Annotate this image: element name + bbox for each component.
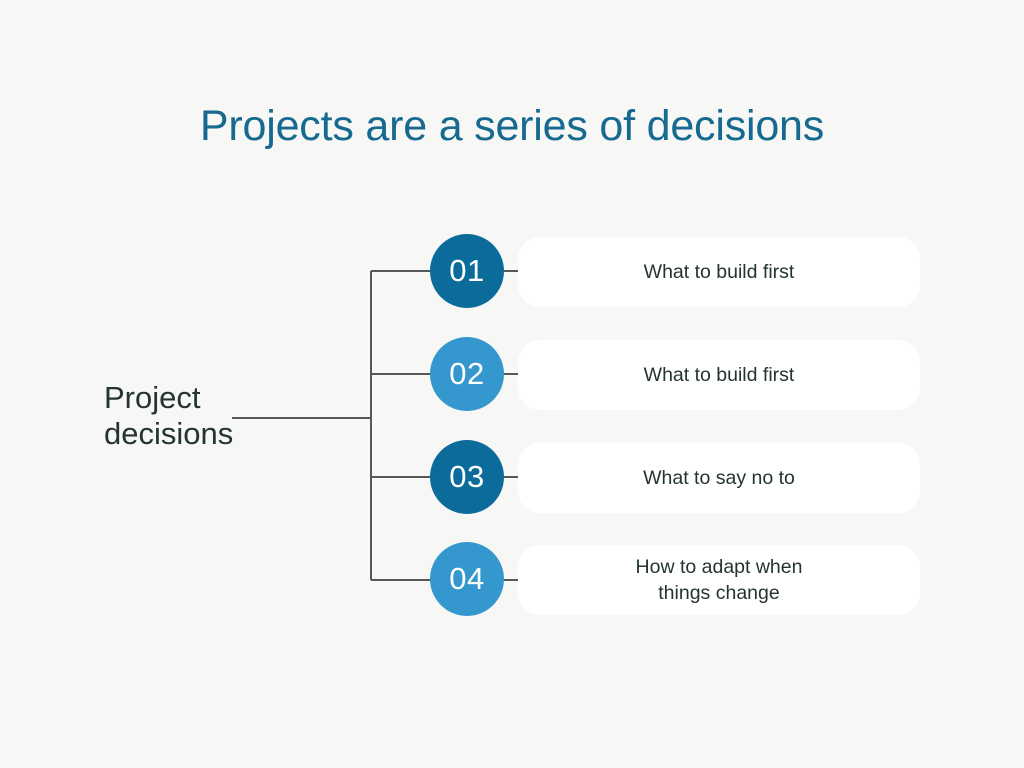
root-node-label: Project decisions bbox=[104, 380, 334, 452]
branch-card-02[interactable]: What to build first bbox=[518, 340, 920, 410]
branch-card-03[interactable]: What to say no to bbox=[518, 443, 920, 513]
branch-card-line1-02: What to build first bbox=[643, 364, 795, 386]
branch-card-04[interactable]: How to adapt when things change bbox=[518, 545, 920, 615]
branch-card-text-01: What to build first bbox=[644, 259, 795, 285]
root-node-label-line1: Project bbox=[104, 380, 201, 415]
branch-card-line1-03: What to say no to bbox=[643, 467, 795, 489]
branch-number-badge-03: 03 bbox=[430, 440, 504, 514]
branch-card-line1-01: What to build first bbox=[643, 261, 795, 283]
branch-number-badge-04: 04 bbox=[430, 542, 504, 616]
branch-card-text-04: How to adapt when things change bbox=[636, 554, 803, 606]
branch-card-text-03: What to say no to bbox=[643, 465, 795, 491]
branch-number-badge-01: 01 bbox=[430, 234, 504, 308]
page-title: Projects are a series of decisions bbox=[199, 102, 825, 150]
branch-card-01[interactable]: What to build first bbox=[518, 237, 920, 307]
branch-card-line2-04: things change bbox=[658, 582, 780, 604]
branch-card-line1-04: How to adapt when bbox=[635, 556, 803, 578]
branch-number-badge-02: 02 bbox=[430, 337, 504, 411]
branch-card-text-02: What to build first bbox=[644, 362, 795, 388]
root-node-label-line2: decisions bbox=[104, 416, 234, 451]
